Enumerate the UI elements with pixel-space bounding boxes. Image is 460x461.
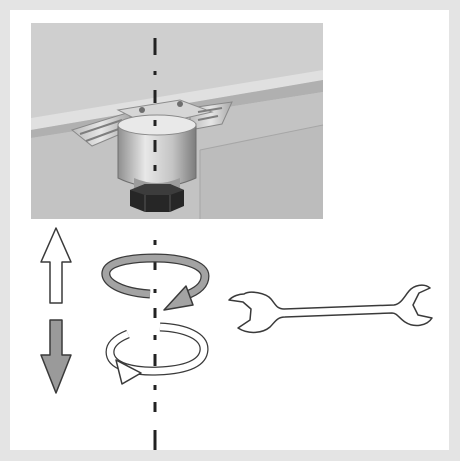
wrench-icon xyxy=(228,284,433,334)
arrow-down-icon xyxy=(40,319,72,394)
rotate-cw-icon xyxy=(105,322,209,385)
arrow-up-icon xyxy=(40,227,72,304)
rotate-ccw-icon xyxy=(101,253,210,311)
leveling-foot xyxy=(70,99,233,212)
